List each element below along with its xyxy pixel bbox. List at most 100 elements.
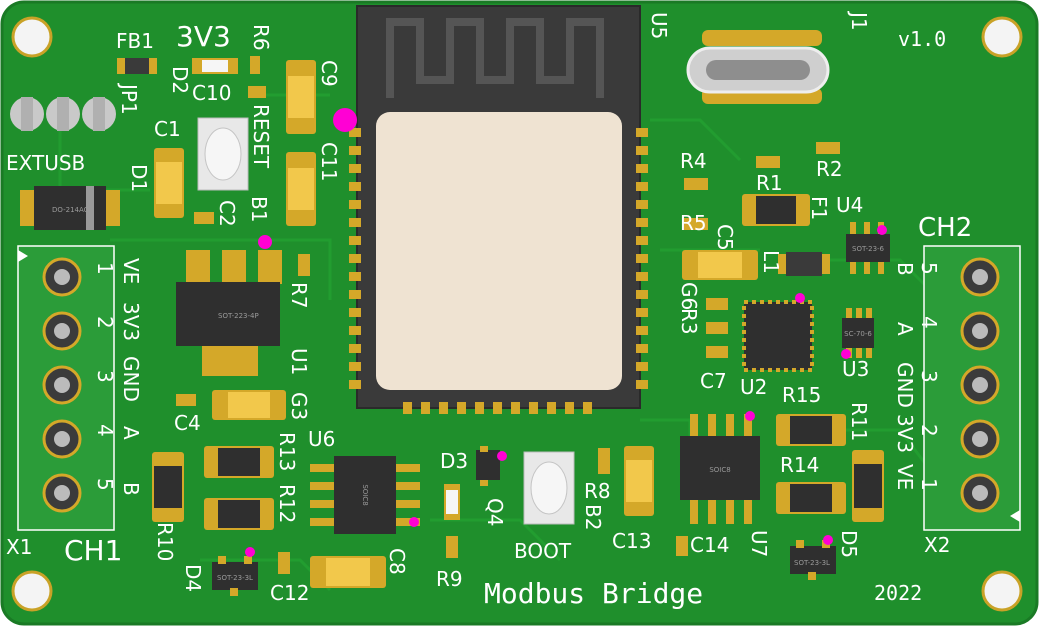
label-r1: R1 — [756, 171, 783, 195]
diode-d4: SOT-23-3L — [212, 556, 258, 596]
label-g6: G6 — [677, 282, 701, 310]
resistor-r9 — [446, 536, 458, 558]
label-c14: C14 — [690, 533, 729, 557]
x2-pin-num: 3 — [917, 370, 941, 383]
x2-pin-label: VE — [893, 464, 917, 490]
resistor-r13 — [204, 446, 274, 478]
x2-pin-num: 1 — [917, 478, 941, 491]
label-u4: U4 — [836, 193, 863, 217]
capacitor-c8 — [310, 556, 386, 588]
jumper-jp1 — [10, 97, 116, 131]
x1-pin-num: 2 — [93, 316, 117, 329]
label-r4: R4 — [680, 149, 707, 173]
label-c5: C5 — [713, 224, 737, 251]
x1-pin-num: 1 — [93, 262, 117, 275]
capacitor-g6 — [706, 298, 728, 310]
label-c13: C13 — [612, 529, 651, 553]
terminal-block-x2 — [923, 245, 1021, 531]
label-r6: R6 — [249, 24, 273, 51]
resistor-r10 — [152, 452, 184, 522]
u4-package-mark: SOT-23-6 — [852, 245, 885, 253]
u1-package-mark: SOT-223-4P — [218, 312, 259, 320]
label-r7: R7 — [287, 282, 311, 309]
x2-pin-label: A — [893, 322, 917, 336]
x2-pin-label: GND — [893, 362, 917, 408]
x1-pin-label: 3V3 — [119, 302, 143, 341]
x1-pin-label: GND — [119, 356, 143, 402]
transceiver-u6: SOIC8 — [310, 456, 420, 534]
x1-pin-label: VE — [119, 258, 143, 284]
resistor-r7 — [298, 254, 310, 276]
label-extusb: EXTUSB — [6, 151, 85, 175]
label-boot: BOOT — [514, 539, 572, 563]
fuse-f1 — [742, 194, 810, 226]
label-c2: C2 — [215, 200, 239, 227]
label-c12: C12 — [270, 581, 309, 605]
label-u7: U7 — [747, 530, 771, 557]
capacitor-c2 — [194, 212, 214, 224]
x1-pin-num: 3 — [93, 370, 117, 383]
u5-pin1-marker — [333, 108, 357, 132]
label-ch1: CH1 — [64, 534, 122, 567]
label-x1: X1 — [6, 535, 32, 559]
resistor-r11 — [852, 450, 884, 522]
label-r2: R2 — [816, 157, 843, 181]
label-d2: D2 — [168, 66, 192, 94]
mount-hole-bl — [11, 570, 53, 612]
silkscreen-labels: FB1 3V3 D2 R6 U5 J1 v1.0 C10 C9 JP1 C1 R… — [6, 10, 972, 610]
diode-d1: DO-214AC — [20, 186, 120, 230]
label-f1: F1 — [807, 196, 831, 220]
label-u3: U3 — [842, 357, 869, 381]
label-u1: U1 — [287, 348, 311, 375]
capacitor-c4 — [176, 394, 196, 406]
x1-pin-num: 5 — [93, 478, 117, 491]
x1-pin-label: B — [119, 482, 143, 496]
d4-pin1-marker — [245, 547, 255, 557]
u6-pin1-marker — [409, 517, 419, 527]
capacitor-c1 — [154, 148, 184, 218]
label-r11: R11 — [847, 402, 871, 441]
resistor-r15 — [776, 414, 846, 446]
label-r8: R8 — [584, 479, 611, 503]
d1-package-mark: DO-214AC — [52, 206, 89, 214]
x1-pin-num: 4 — [93, 424, 117, 437]
resistor-r14 — [776, 482, 846, 514]
boot-button-body — [523, 451, 575, 525]
ic-u3: SC-70-6 — [842, 308, 874, 358]
esp32-module-u5 — [349, 5, 648, 414]
resistor-r2 — [816, 142, 840, 154]
mcu-u2 — [742, 300, 814, 372]
label-u2: U2 — [740, 375, 767, 399]
resistor-r1 — [756, 156, 780, 168]
u3-package-mark: SC-70-6 — [844, 330, 872, 338]
transceiver-u7: SOIC8 — [680, 414, 760, 524]
d5-package-mark: SOT-23-3L — [794, 559, 830, 567]
u2-pin1-marker — [795, 293, 805, 303]
capacitor-c9 — [286, 60, 316, 134]
mount-hole-tr — [981, 16, 1023, 58]
resistor-r12 — [204, 498, 274, 530]
capacitor-c12 — [278, 552, 290, 574]
x2-pin-labels: 5 4 3 2 1 B A GND 3V3 VE — [893, 262, 941, 491]
label-c9: C9 — [317, 60, 341, 87]
capacitor-c10 — [248, 86, 266, 98]
label-r10: R10 — [153, 522, 177, 561]
label-d3: D3 — [440, 449, 468, 473]
label-c1: C1 — [154, 117, 181, 141]
x2-pin-num: 4 — [917, 316, 941, 329]
capacitor-g3 — [212, 390, 286, 420]
x2-pin-label: 3V3 — [893, 414, 917, 453]
label-r12: R12 — [275, 484, 299, 523]
label-u6: U6 — [308, 427, 335, 451]
label-r3: R3 — [677, 308, 701, 335]
label-3v3: 3V3 — [176, 20, 231, 53]
regulator-u1: SOT-223-4P — [176, 250, 282, 376]
capacitor-c5 — [682, 250, 758, 280]
mount-hole-tl — [11, 16, 53, 58]
reset-button-body — [197, 117, 249, 191]
label-c11: C11 — [317, 142, 341, 181]
label-c4: C4 — [174, 411, 201, 435]
label-u5: U5 — [647, 12, 671, 39]
